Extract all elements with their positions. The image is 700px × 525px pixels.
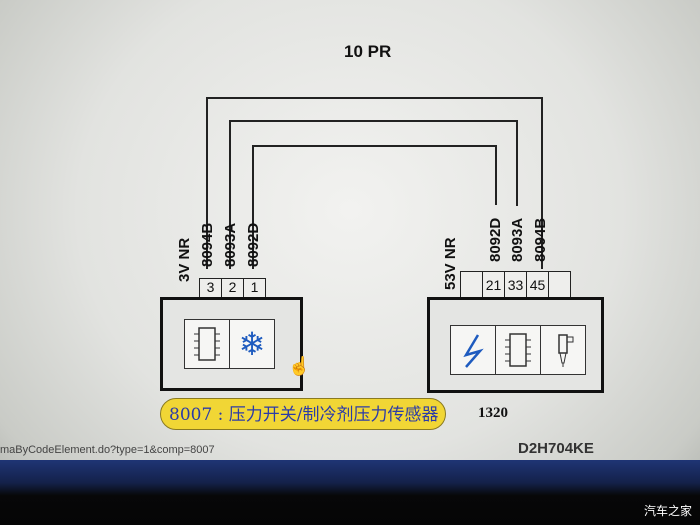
ecu-component[interactable]: [427, 297, 604, 393]
wire-8092D: [252, 145, 497, 269]
monitor-bezel: [0, 460, 700, 525]
pin: 21: [483, 272, 505, 298]
pin: 1: [250, 279, 259, 295]
wire-8094B: [206, 97, 543, 269]
pin: 3: [200, 279, 222, 298]
left-wire-label: 8092D: [245, 222, 262, 267]
right-connector-label: 53V NR: [442, 237, 459, 290]
left-wire-label: 8094B: [199, 222, 216, 267]
component-label-link[interactable]: 8007 : 压力开关/制冷剂压力传感器: [160, 398, 446, 430]
component-icons: [450, 325, 586, 375]
pressure-switch-component[interactable]: ❄: [160, 297, 303, 391]
diagram-code: D2H704KE: [518, 440, 594, 457]
right-wire-label: 8092D: [487, 217, 504, 262]
chip-icon: [496, 326, 541, 374]
injector-icon: [541, 326, 585, 374]
right-pin-block: 21 33 45: [460, 271, 571, 299]
status-bar-url: maByCodeElement.do?type=1&comp=8007: [0, 444, 215, 456]
chip-icon: [185, 320, 230, 368]
watermark: 汽车之家: [643, 504, 692, 518]
left-wire-label: 8093A: [222, 222, 239, 267]
right-wire-label: 8093A: [509, 217, 526, 262]
wire-8093A-right: [516, 120, 518, 206]
mouse-cursor-icon: ☝: [288, 356, 311, 376]
snowflake-icon: ❄: [238, 326, 266, 362]
right-wire-label: 8094B: [532, 217, 549, 262]
reference-number: 1320: [478, 405, 508, 421]
wire-8092D-right: [495, 145, 497, 205]
pin: 33: [505, 272, 527, 298]
pin: [549, 272, 570, 298]
wire-8093A: [229, 120, 518, 269]
pin: [461, 272, 483, 298]
left-connector-label: 3V NR: [176, 237, 193, 282]
left-pin-block: 3 2 1: [199, 278, 266, 299]
pin: 2: [222, 279, 244, 298]
diagram-title: 10 PR: [344, 42, 392, 61]
pin: 45: [527, 272, 549, 298]
lightning-icon: [451, 326, 496, 374]
component-icons: ❄: [184, 319, 275, 369]
